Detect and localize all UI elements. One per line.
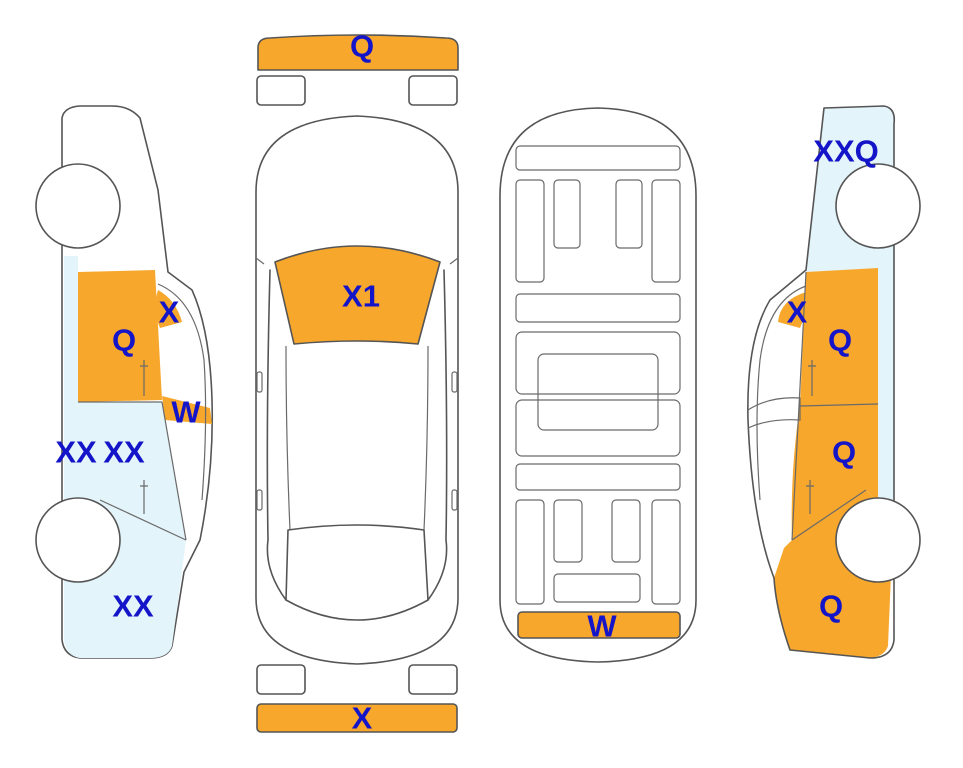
left-front-wheel <box>35 163 121 249</box>
left-side-view <box>35 105 214 659</box>
under-box-4 <box>611 499 641 563</box>
under-box-2 <box>615 179 643 249</box>
under-box-5 <box>553 573 641 603</box>
under-frame-1 <box>515 331 681 395</box>
front-left-light <box>256 75 306 106</box>
underside-outline <box>499 107 697 663</box>
under-box-3 <box>553 499 583 563</box>
under-frame-2 <box>515 399 681 457</box>
right-side-body-outline <box>747 105 896 659</box>
under-rail-3 <box>515 499 545 605</box>
under-rail-2 <box>651 179 681 283</box>
rear-bumper-outline <box>256 703 458 733</box>
label-trunk-panel: W <box>587 609 617 644</box>
left-door-gap-line <box>161 401 187 541</box>
label-left-rear-fender: XX <box>112 589 154 624</box>
left-quarter-window-panel <box>155 290 182 328</box>
under-box-1 <box>553 179 581 249</box>
label-windshield: X1 <box>342 279 380 314</box>
rear-window-outline <box>285 524 429 621</box>
under-bar-2 <box>515 293 681 323</box>
windshield-panel <box>275 246 440 344</box>
rear-bumper-panel <box>257 704 457 732</box>
trunk-panel <box>518 612 680 638</box>
right-front-wheel <box>835 163 921 249</box>
top-body-outline <box>255 115 459 665</box>
under-rail-4 <box>651 499 681 605</box>
left-door-handles <box>140 360 148 514</box>
label-left-rear-door-a: XX <box>55 435 97 470</box>
damage-labels: Q X X1 W X Q W XX XX XX XXQ X Q Q Q <box>55 29 878 736</box>
top-right-handle-2 <box>451 489 458 511</box>
roof-side-lines <box>285 345 429 531</box>
left-mirror-panel <box>162 396 212 424</box>
right-door-gap-line <box>791 271 807 541</box>
front-right-light <box>408 75 458 106</box>
underside-view <box>499 107 697 663</box>
right-rear-wheel <box>835 497 921 583</box>
label-front-bumper: Q <box>350 29 374 64</box>
label-left-quarter-window: X <box>159 295 180 330</box>
right-door-belt-line <box>799 403 879 407</box>
rear-left-light <box>256 664 306 695</box>
label-right-quarter-window: X <box>787 295 808 330</box>
front-bumper-panel <box>258 35 458 70</box>
rear-right-light <box>408 664 458 695</box>
label-right-front-fender: XXQ <box>813 134 878 169</box>
right-window-line <box>756 285 807 501</box>
trunk-panel-outline <box>517 611 681 639</box>
left-front-door-panel <box>78 270 162 402</box>
top-mirror-lines <box>255 257 459 265</box>
label-right-rear-fender: Q <box>819 589 843 624</box>
left-window-line <box>157 283 207 501</box>
right-side-view <box>747 105 921 659</box>
top-left-handle-1 <box>256 371 263 393</box>
windshield-outline <box>274 245 441 345</box>
top-left-handle-2 <box>256 489 263 511</box>
under-center-tank <box>537 353 659 431</box>
label-left-rear-door-b: XX <box>103 435 145 470</box>
top-door-lines <box>266 269 448 601</box>
right-sill-line <box>791 489 867 541</box>
label-left-mirror: W <box>171 395 201 430</box>
left-rear-door-panel <box>78 402 186 540</box>
label-right-rear-door: Q <box>832 435 856 470</box>
right-mirror-outline <box>747 397 801 429</box>
top-right-handle-1 <box>451 371 458 393</box>
under-rail-1 <box>515 179 545 283</box>
left-rear-wheel <box>35 497 121 583</box>
label-rear-bumper: X <box>352 701 373 736</box>
left-sill-line <box>99 499 187 541</box>
right-door-handles <box>806 360 816 514</box>
right-front-door-panel <box>800 268 878 406</box>
under-bar-1 <box>515 145 681 171</box>
label-right-front-door: Q <box>828 323 852 358</box>
label-left-front-door: Q <box>112 323 136 358</box>
left-side-body-outline <box>61 105 214 659</box>
right-rear-door-panel <box>791 404 878 540</box>
front-bumper-outline <box>257 34 459 71</box>
under-bar-3 <box>515 463 681 491</box>
right-quarter-window-panel <box>778 292 807 328</box>
top-view <box>255 34 459 733</box>
